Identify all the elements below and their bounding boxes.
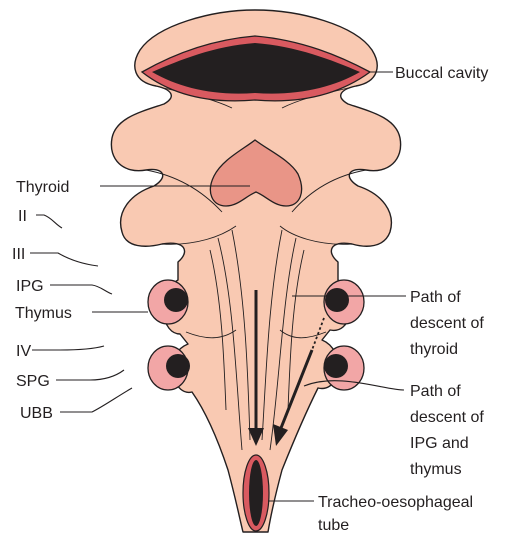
label-buccal-cavity: Buccal cavity bbox=[395, 65, 488, 82]
ipg-thymus-left bbox=[148, 280, 188, 324]
label-path-ipg-thymus: Path of descent of IPG and thymus bbox=[410, 383, 488, 478]
label-spg: SPG bbox=[16, 373, 50, 390]
ipg-thymus-right bbox=[324, 280, 364, 324]
spg-right bbox=[324, 346, 364, 390]
label-path-thyroid: Path of descent of thyroid bbox=[410, 289, 488, 358]
label-arch-iv: IV bbox=[16, 343, 31, 360]
label-thyroid: Thyroid bbox=[16, 179, 69, 196]
label-arch-ii: II bbox=[18, 208, 27, 225]
label-ubb: UBB bbox=[20, 405, 53, 422]
label-arch-iii: III bbox=[12, 246, 25, 263]
label-thymus: Thymus bbox=[15, 305, 72, 322]
label-trachea: Tracheo-oesophageal tube bbox=[318, 494, 478, 534]
label-ipg: IPG bbox=[16, 278, 44, 295]
trachea-lumen bbox=[249, 460, 263, 526]
